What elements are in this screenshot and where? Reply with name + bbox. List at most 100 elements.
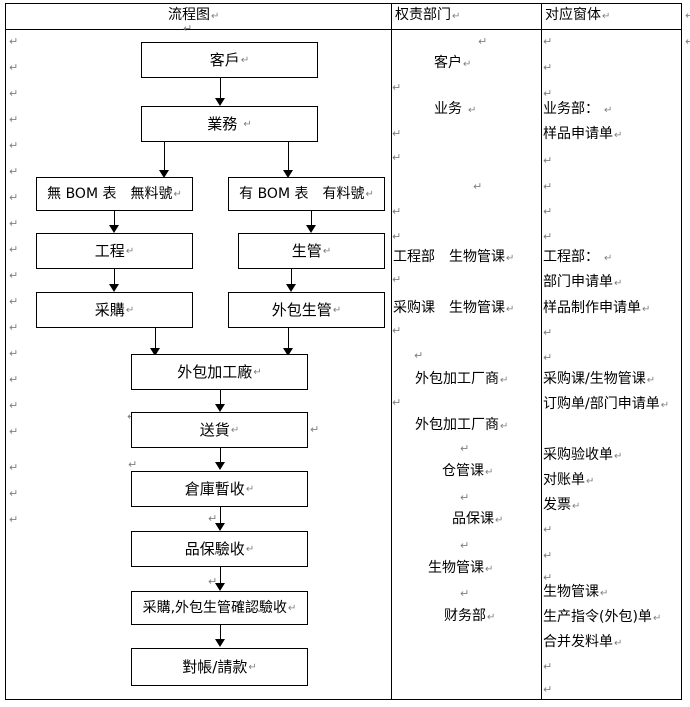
arrowhead-icon bbox=[306, 225, 316, 233]
form-engineering-line-0: 工程部：↵ bbox=[543, 249, 613, 265]
paragraph-mark-icon: ↵ bbox=[392, 81, 402, 94]
flow-node-label: 有 BOM 表 有料號 bbox=[239, 186, 365, 202]
dept-entry-sales: 业务↵ bbox=[434, 101, 477, 117]
connector-outsourcepc-factory bbox=[288, 328, 289, 350]
paragraph-mark-icon: ↵ bbox=[500, 375, 509, 386]
connector-production-outsourcepc bbox=[291, 269, 292, 286]
flow-node-has-bom[interactable]: 有 BOM 表 有料號↵ bbox=[228, 177, 385, 211]
flow-node-outsource-factory[interactable]: 外包加工廠↵ bbox=[131, 354, 308, 390]
paragraph-mark-icon: ↵ bbox=[468, 105, 477, 116]
paragraph-mark-icon: ↵ bbox=[322, 245, 332, 257]
dept-entry-engineering: 工程部 生物管课↵ bbox=[393, 249, 515, 265]
paragraph-mark-icon: ↵ bbox=[125, 245, 135, 257]
paragraph-mark-icon: ↵ bbox=[600, 588, 609, 599]
flow-node-label: 采購,外包生管確認驗收 bbox=[142, 600, 288, 616]
connector-warehouse-qa bbox=[220, 507, 221, 525]
paragraph-mark-icon: ↵ bbox=[9, 61, 19, 74]
flow-node-no-bom[interactable]: 無 BOM 表 無料號↵ bbox=[36, 177, 193, 211]
paragraph-mark-icon: ↵ bbox=[392, 273, 402, 286]
flow-node-delivery[interactable]: 送貨↵ bbox=[131, 412, 308, 448]
paragraph-mark-icon: ↵ bbox=[543, 571, 553, 584]
paragraph-mark-icon: ↵ bbox=[485, 467, 494, 478]
arrowhead-icon bbox=[215, 583, 225, 591]
arrowhead-icon bbox=[109, 284, 119, 292]
paragraph-mark-icon: ↵ bbox=[208, 575, 218, 588]
flow-node-label: 工程 bbox=[94, 241, 125, 260]
paragraph-mark-icon: ↵ bbox=[652, 613, 662, 624]
connector-hasbom-production bbox=[311, 211, 312, 227]
paragraph-mark-icon: ↵ bbox=[460, 491, 470, 504]
dept-entry-finance: 财务部↵ bbox=[444, 608, 496, 624]
form-pmc-line-2: 合并发料单↵ bbox=[543, 634, 623, 650]
form-engineering-line-2: 样品制作申请单↵ bbox=[543, 300, 651, 316]
flow-node-purchasing[interactable]: 采購↵ bbox=[36, 292, 193, 328]
flow-node-label: 業務 bbox=[207, 114, 238, 133]
arrowhead-icon bbox=[215, 98, 225, 106]
arrowhead-icon bbox=[283, 170, 293, 178]
paragraph-mark-icon: ↵ bbox=[602, 11, 611, 22]
paragraph-mark-icon: ↵ bbox=[208, 512, 218, 525]
paragraph-mark-icon: ↵ bbox=[495, 515, 504, 526]
paragraph-mark-icon: ↵ bbox=[9, 139, 19, 152]
paragraph-mark-icon: ↵ bbox=[392, 127, 402, 140]
flow-node-production[interactable]: 生管↵ bbox=[238, 233, 385, 269]
flow-node-customer[interactable]: 客戶↵ bbox=[141, 42, 318, 78]
paragraph-mark-icon: ↵ bbox=[9, 191, 19, 204]
paragraph-mark-icon: ↵ bbox=[572, 501, 581, 512]
dept-entry-vendor-2: 外包加工厂商↵ bbox=[415, 417, 509, 433]
paragraph-mark-icon: ↵ bbox=[9, 399, 19, 412]
dept-entry-customer: 客户↵ bbox=[434, 55, 472, 71]
paragraph-mark-icon: ↵ bbox=[614, 278, 623, 289]
arrowhead-icon bbox=[283, 348, 293, 356]
flow-node-label: 無 BOM 表 無料號 bbox=[47, 186, 173, 202]
paragraph-mark-icon: ↵ bbox=[9, 347, 19, 360]
paragraph-mark-icon: ↵ bbox=[543, 35, 553, 48]
form-pmc-line-0: 生物管课↵ bbox=[543, 584, 609, 600]
paragraph-mark-icon: ↵ bbox=[332, 304, 342, 316]
paragraph-mark-icon: ↵ bbox=[253, 366, 262, 378]
arrowhead-icon bbox=[159, 170, 169, 178]
paragraph-mark-icon: ↵ bbox=[487, 612, 496, 623]
flow-node-settle[interactable]: 對帳/請款↵ bbox=[131, 648, 308, 686]
paragraph-mark-icon: ↵ bbox=[9, 513, 19, 526]
paragraph-mark-icon: ↵ bbox=[9, 321, 19, 334]
paragraph-mark-icon: ↵ bbox=[543, 154, 553, 167]
form-purchase-line-2: 采购验收单↵ bbox=[543, 447, 623, 463]
paragraph-mark-icon: ↵ bbox=[392, 151, 402, 164]
form-purchase-line-3: 对账单↵ bbox=[543, 472, 595, 488]
form-purchase-line-4: 发票↵ bbox=[543, 497, 581, 513]
paragraph-mark-icon: ↵ bbox=[452, 11, 461, 22]
flow-node-sales[interactable]: 業務↵ bbox=[141, 106, 318, 142]
form-purchase-line-1: 订购单/部门申请单↵ bbox=[543, 396, 670, 412]
paragraph-mark-icon: ↵ bbox=[646, 375, 656, 386]
flow-node-outsource-pc[interactable]: 外包生管↵ bbox=[228, 292, 385, 328]
paragraph-mark-icon: ↵ bbox=[9, 243, 19, 256]
paragraph-mark-icon: ↵ bbox=[9, 217, 19, 230]
paragraph-mark-icon: ↵ bbox=[460, 587, 470, 600]
paragraph-mark-icon: ↵ bbox=[288, 602, 297, 614]
paragraph-mark-icon: ↵ bbox=[310, 423, 320, 436]
flow-node-label: 生管 bbox=[291, 241, 322, 260]
paragraph-mark-icon: ↵ bbox=[125, 304, 135, 316]
paragraph-mark-icon: ↵ bbox=[365, 188, 374, 200]
flowchart-table bbox=[5, 3, 682, 700]
paragraph-mark-icon: ↵ bbox=[642, 304, 651, 315]
arrowhead-icon bbox=[286, 284, 296, 292]
paragraph-mark-icon: ↵ bbox=[9, 425, 19, 438]
paragraph-mark-icon: ↵ bbox=[604, 253, 613, 264]
flow-node-warehouse[interactable]: 倉庫暫收↵ bbox=[131, 471, 308, 507]
form-sales-line-1: 样品申请单↵ bbox=[543, 126, 623, 142]
paragraph-mark-icon: ↵ bbox=[543, 523, 553, 536]
flow-node-qa[interactable]: 品保驗收↵ bbox=[131, 531, 308, 567]
paragraph-mark-icon: ↵ bbox=[543, 683, 553, 696]
paragraph-mark-icon: ↵ bbox=[183, 22, 193, 35]
paragraph-mark-icon: ↵ bbox=[463, 59, 472, 70]
paragraph-mark-icon: ↵ bbox=[9, 295, 19, 308]
flow-node-confirm[interactable]: 采購,外包生管確認驗收↵ bbox=[131, 591, 308, 625]
paragraph-mark-icon: ↵ bbox=[9, 461, 19, 474]
flow-node-engineering[interactable]: 工程↵ bbox=[36, 233, 193, 269]
connector-factory-delivery bbox=[220, 390, 221, 406]
paragraph-mark-icon: ↵ bbox=[543, 326, 553, 339]
dept-entry-purchase: 采购课 生物管课↵ bbox=[393, 300, 515, 316]
